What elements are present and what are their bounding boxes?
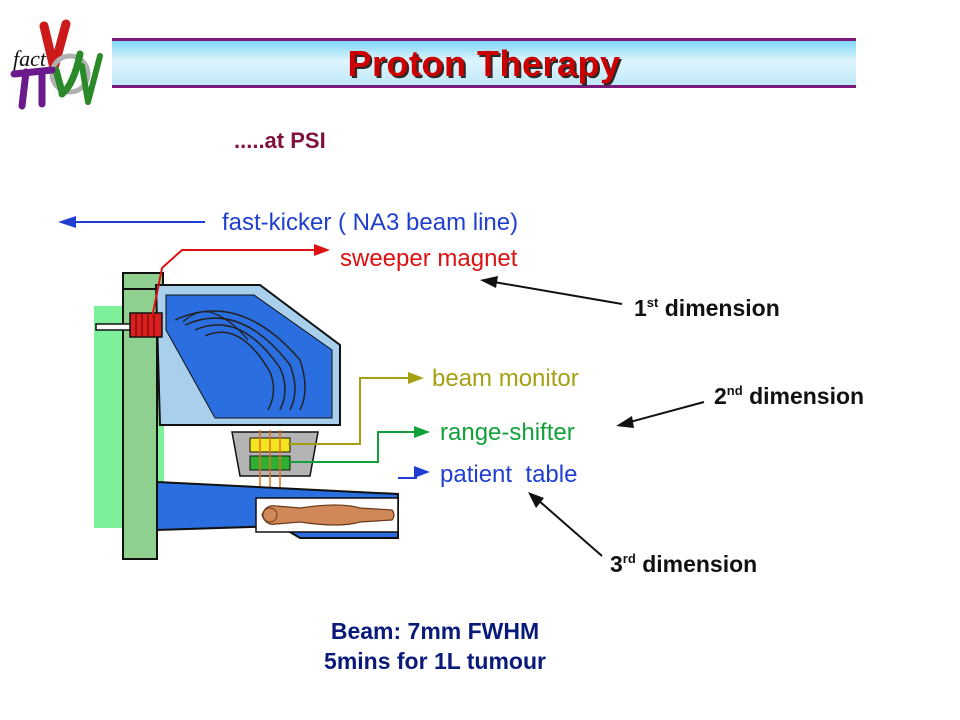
range-shifter-label: range-shifter (440, 419, 575, 446)
sweeper-connector (151, 249, 320, 319)
factv-logo: fact (10, 19, 103, 110)
title-banner: Proton Therapy (112, 38, 856, 88)
third-dimension-label: 3rd dimension (610, 551, 758, 577)
column-top-arm (122, 272, 164, 290)
third-dimension-arrow (537, 499, 603, 557)
second-dimension-label: 2nd dimension (714, 383, 865, 409)
sweeper-magnet-label: sweeper magnet (340, 245, 518, 272)
logo-pi-purple-shape (10, 66, 56, 110)
beam-monitor-label: beam monitor (432, 365, 579, 392)
sweeper-magnet-block (129, 312, 163, 338)
magnet-coil-2 (184, 317, 296, 411)
subtitle: .....at PSI (234, 128, 326, 153)
tumour-time-line: 5mins for 1L tumour (324, 648, 546, 674)
first-dimension-label: 1st dimension (634, 295, 780, 321)
fast-kicker-label: fast-kicker ( NA3 beam line) (222, 209, 518, 236)
patient-table-connector (398, 472, 417, 479)
logo-fact-text: fact (13, 46, 47, 71)
first-dimension-arrow (493, 281, 623, 305)
logo-mu-green-shape (79, 53, 103, 105)
beam-monitor-connector (288, 377, 412, 445)
second-dimension-arrow (629, 401, 705, 423)
logo-grey-circle (49, 53, 91, 95)
range-shifter-connector (288, 431, 418, 463)
beam-spec-line: Beam: 7mm FWHM (330, 618, 540, 644)
patient-table-label: patient table (440, 461, 577, 488)
magnet-coil-4 (204, 331, 275, 411)
patient-figure (261, 504, 395, 526)
magnet-coil-3 (194, 324, 286, 411)
page-title: Proton Therapy (347, 43, 621, 84)
logo-nu-green-shape (52, 50, 84, 98)
magnet-coil-5 (182, 311, 249, 341)
